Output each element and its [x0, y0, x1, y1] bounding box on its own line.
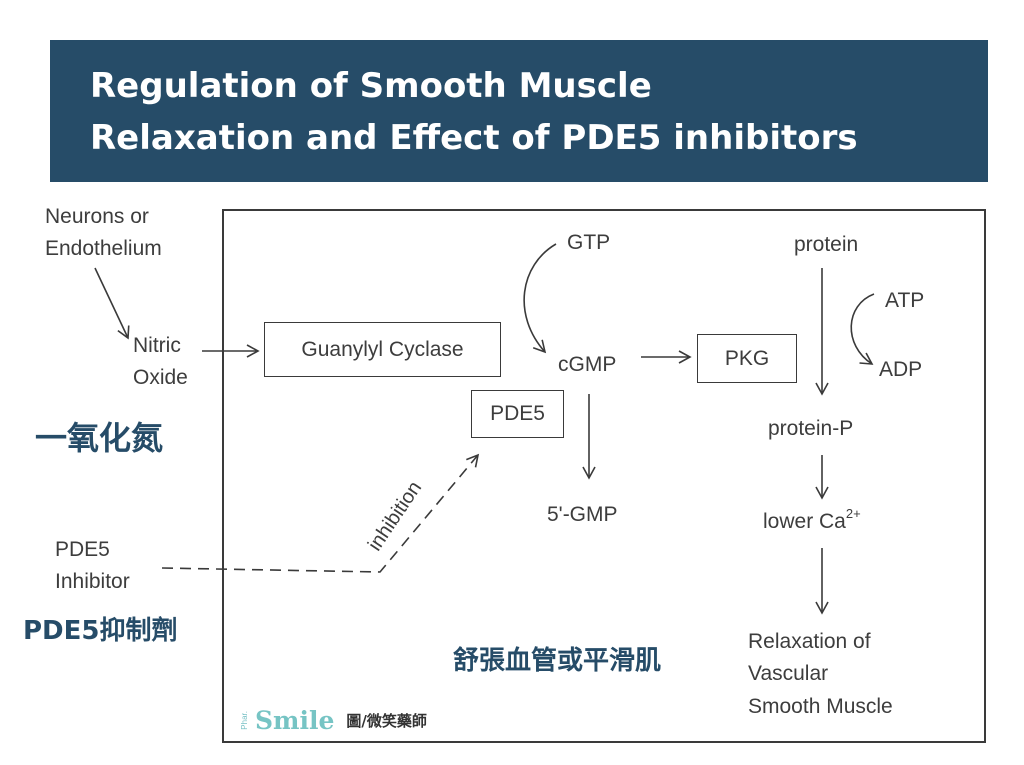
pde5-box: PDE5: [471, 390, 564, 438]
title-line-1: Regulation of Smooth Muscle: [90, 66, 652, 106]
pde5-inhibitor-annotation: PDE5抑制劑: [23, 616, 178, 646]
endothelium-label: Endothelium: [45, 237, 162, 260]
protein-label: protein: [794, 233, 859, 256]
gtp-label: GTP: [567, 231, 611, 254]
watermark-credit: 圖/微笑藥師: [346, 712, 427, 730]
watermark-logo: Smile: [255, 706, 335, 735]
neurons-label: Neurons or: [45, 205, 149, 228]
adp-label: ADP: [879, 358, 923, 381]
protein-p-label: protein-P: [768, 417, 854, 440]
relaxation-annotation: 舒張血管或平滑肌: [453, 646, 662, 676]
arrow-atp-to-adp: [850, 293, 875, 365]
title-line-2: Relaxation and Effect of PDE5 inhibitors: [90, 118, 858, 158]
inhibitor-line-2: Inhibitor: [55, 570, 130, 593]
oxide-label: Oxide: [133, 366, 188, 389]
lower-ca-label: lower Ca2+: [763, 506, 861, 534]
inhibitor-line-1: PDE5: [55, 538, 110, 561]
watermark: Phar. Smile 圖/微笑藥師: [240, 706, 427, 735]
inhibition-line: [161, 453, 480, 573]
pkg-box: PKG: [697, 334, 797, 383]
relaxation-line-2: Vascular: [748, 662, 829, 685]
arrow-neurons-to-no: [94, 267, 130, 340]
ca-charge: 2+: [845, 506, 861, 521]
arrow-gtp-to-cgmp: [523, 243, 557, 354]
nitric-oxide-annotation: 一氧化氮: [35, 419, 164, 457]
title-banner: Regulation of Smooth Muscle Relaxation a…: [50, 40, 988, 182]
lower-ca-text: lower Ca: [763, 510, 846, 533]
guanylyl-cyclase-box: Guanylyl Cyclase: [264, 322, 501, 377]
atp-label: ATP: [885, 289, 925, 312]
watermark-phar: Phar.: [240, 711, 249, 730]
relaxation-line-1: Relaxation of: [748, 630, 871, 653]
nitric-label: Nitric: [133, 334, 181, 357]
relaxation-line-3: Smooth Muscle: [748, 695, 893, 718]
cgmp-label: cGMP: [558, 353, 617, 376]
five-gmp-label: 5'-GMP: [547, 503, 618, 526]
diagram-frame: [222, 209, 986, 743]
